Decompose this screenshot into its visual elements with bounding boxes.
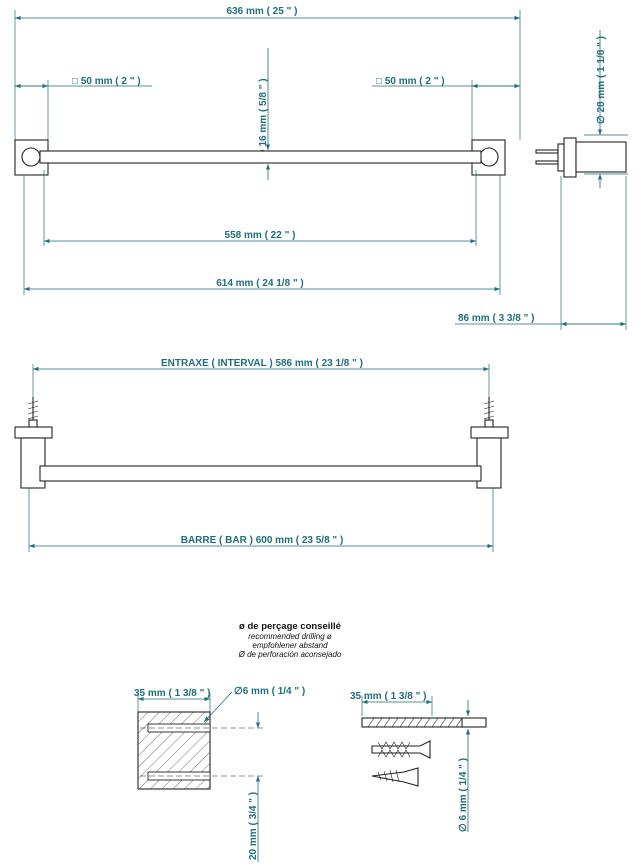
- side-post: [575, 141, 627, 173]
- wall-plug: [371, 740, 431, 759]
- side-mount-plate: [557, 143, 565, 172]
- drill-diameter-label: ∅ 6 mm ( 1/4 " ): [458, 758, 469, 832]
- entraxe-label: ENTRAXE ( INTERVAL ) 586 mm ( 23 1/8 " ): [161, 358, 363, 369]
- drilling-note: ø de perçage conseillé recommended drill…: [238, 621, 342, 659]
- right-wall-bracket: [470, 397, 509, 489]
- hole-diameter-label: ∅6 mm ( 1/4 " ): [234, 686, 305, 697]
- overall-width-label: 636 mm ( 25 " ): [227, 6, 298, 17]
- projection-label: 86 mm ( 3 3/8 " ): [458, 313, 534, 324]
- outer-width-label: 614 mm ( 24 1/8 " ): [216, 278, 304, 289]
- drilling-line-de: empfohlener abstand: [252, 641, 328, 650]
- square-right-label: □ 50 mm ( 2 " ): [376, 76, 445, 87]
- side-screw-top: [535, 149, 559, 154]
- inner-width-label: 558 mm ( 22 " ): [225, 230, 296, 241]
- side-view: ∅ 28 mm ( 1 1/8 " ) 86 mm ( 3 3/8 " ): [455, 30, 628, 330]
- hole-spacing-label: 20 mm ( 3/4 " ): [248, 792, 259, 860]
- depth-left-label: 35 mm ( 1 3/8 " ): [134, 688, 210, 699]
- front-view: ENTRAXE ( INTERVAL ) 586 mm ( 23 1/8 " )…: [14, 358, 509, 552]
- side-screw-bottom: [535, 160, 559, 165]
- wall-section-detail: 35 mm ( 1 3/8 " ) ∅6 mm ( 1/4 " ) 20 mm …: [134, 686, 305, 862]
- side-diameter-label: ∅ 28 mm ( 1 1/8 " ): [596, 36, 607, 124]
- drill-bit: [361, 717, 487, 728]
- hardware-detail: 35 mm ( 1 3/8 " ) ∅ 6 mm ( 1/4 " ): [350, 691, 487, 832]
- drilling-line-en: recommended drilling ø: [248, 632, 332, 641]
- towel-bar-top: [39, 150, 482, 164]
- left-flange-post: [21, 147, 41, 167]
- wood-screw: [371, 767, 419, 787]
- depth-right-label: 35 mm ( 1 3/8 " ): [350, 691, 426, 702]
- side-flange: [563, 137, 577, 178]
- right-flange-post: [479, 147, 499, 167]
- top-view: 636 mm ( 25 " ) □ 50 mm ( 2 " ) □ 50 mm …: [14, 6, 521, 295]
- towel-bar-front: [39, 465, 482, 482]
- square-left-label: □ 50 mm ( 2 " ): [72, 76, 141, 87]
- barre-label: BARRE ( BAR ) 600 mm ( 23 5/8 " ): [181, 535, 344, 546]
- tube-diameter-label: ∅ 16 mm ( 5/8 " ): [258, 78, 269, 158]
- drilling-title: ø de perçage conseillé: [239, 621, 341, 632]
- drilling-line-es: Ø de perforación aconsejado: [238, 650, 342, 659]
